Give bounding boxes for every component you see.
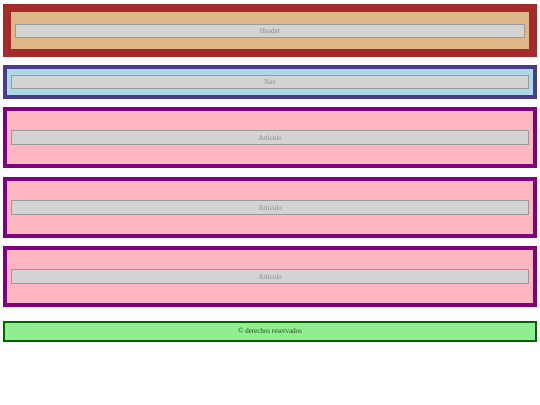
- header-band: Header: [11, 12, 529, 49]
- footer-section: © derechos reservados: [3, 321, 537, 342]
- header-section: Header: [3, 4, 537, 57]
- article-section: Artículo: [3, 107, 537, 168]
- article-band: Artículo: [7, 250, 533, 303]
- nav-label: Nav: [11, 75, 529, 89]
- article-label: Artículo: [11, 269, 529, 284]
- article-band: Artículo: [7, 111, 533, 164]
- article-label: Artículo: [11, 130, 529, 145]
- article-section: Artículo: [3, 246, 537, 307]
- article-label: Artículo: [11, 200, 529, 215]
- article-band: Artículo: [7, 181, 533, 234]
- nav-band: Nav: [7, 69, 533, 95]
- nav-section: Nav: [3, 65, 537, 99]
- header-label: Header: [15, 24, 525, 38]
- article-section: Artículo: [3, 177, 537, 238]
